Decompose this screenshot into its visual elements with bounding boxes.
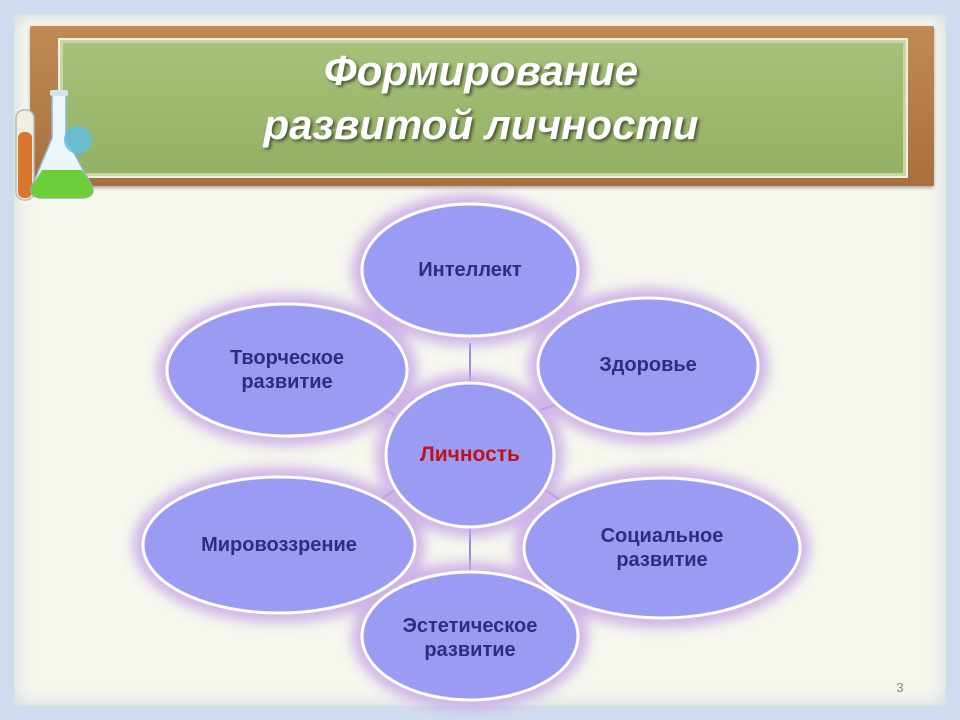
creative-text-line-1: Творческое [229,347,345,369]
chemistry-flask-icon [15,90,94,201]
node-label-social: Социальное развитие [524,518,800,578]
intellect-text: Интеллект [418,259,522,281]
node-label-intellect: Интеллект [362,245,578,295]
node-social [522,476,802,620]
node-creative [165,302,409,438]
node-label-health: Здоровье [538,340,758,390]
center-text: Личность [420,443,520,466]
creative-text-line-2: развитие [241,371,333,393]
node-label-aesthetic: Эстетическое развитие [362,608,578,668]
node-label-center: Личность [386,430,554,480]
node-label-worldview: Мировоззрение [143,520,415,570]
node-label-creative: Творческое развитие [167,340,407,400]
slide-title: Формирование развитой личности [58,44,904,152]
aesthetic-text-line-2: развитие [424,639,516,661]
title-line-2: развитой личности [263,101,699,148]
title-line-1: Формирование [323,47,639,94]
social-text-line-1: Социальное [600,525,724,547]
aesthetic-text-line-1: Эстетическое [402,615,538,637]
page-number: 3 [896,680,904,695]
node-intellect [360,202,580,338]
node-aesthetic [360,570,580,702]
nodes [141,202,802,702]
social-text-line-2: развитие [616,549,708,571]
node-health [536,296,760,436]
worldview-text: Мировоззрение [201,534,357,556]
title-board [58,38,908,178]
health-text: Здоровье [599,354,697,376]
node-worldview [141,475,417,615]
node-center [384,381,556,529]
